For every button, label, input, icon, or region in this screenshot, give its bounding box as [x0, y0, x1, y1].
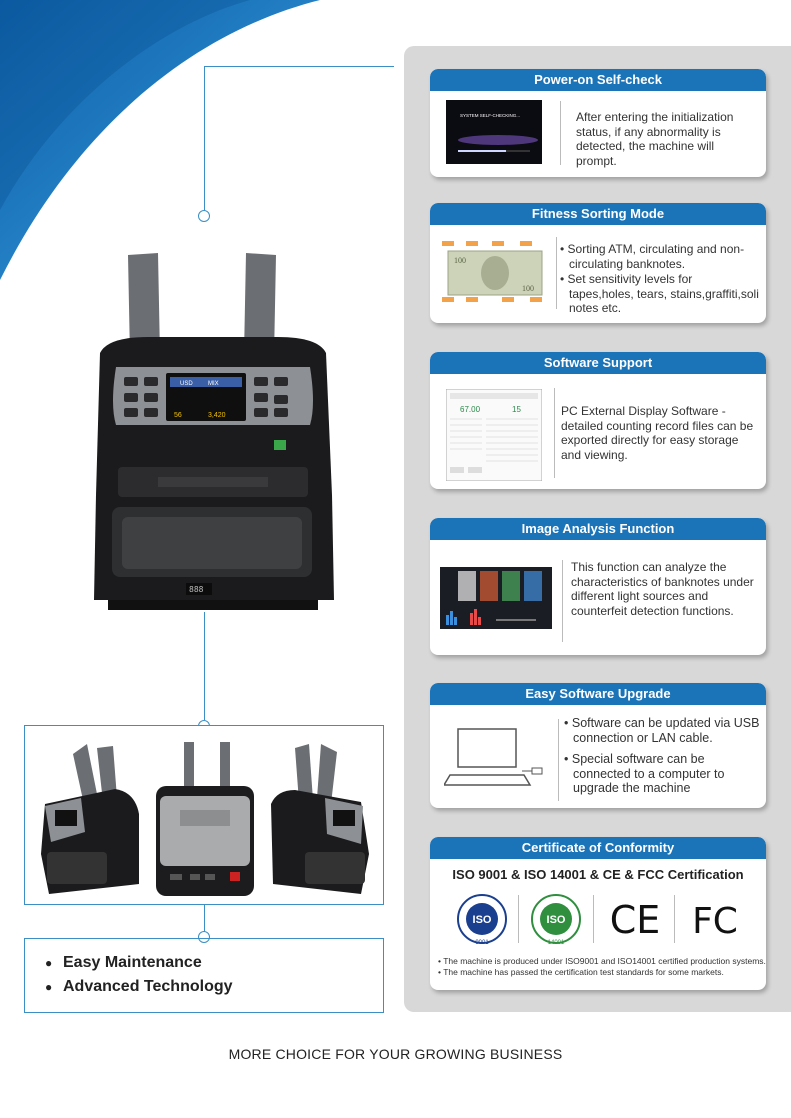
- bullet-item: • Software can be updated via USB connec…: [564, 716, 760, 745]
- card-description: This function can analyze the characteri…: [571, 560, 754, 618]
- feature-item: ●Easy Maintenance: [45, 954, 202, 971]
- connector-dot: [198, 210, 210, 222]
- certification-headline: ISO 9001 & ISO 14001 & CE & FCC Certific…: [452, 867, 744, 882]
- card-title: Image Analysis Function: [430, 518, 766, 540]
- iso-text: ISO: [547, 914, 566, 926]
- separator: [558, 719, 559, 801]
- laptop-icon: [444, 728, 543, 786]
- ce-text: CE: [610, 899, 661, 939]
- card-software-support: Software Support 67.00 15 PC External Di…: [430, 352, 766, 489]
- card-bullets: • Sorting ATM, circulating and non-circu…: [560, 242, 760, 317]
- card-description: After entering the initialization status…: [576, 110, 734, 168]
- bullet-item: • Set sensitivity levels for tapes,holes…: [560, 272, 759, 315]
- card-certificate: Certificate of Conformity ISO 9001 & ISO…: [430, 837, 766, 990]
- connector-line: [204, 66, 205, 216]
- feature-item: ●Advanced Technology: [45, 978, 233, 995]
- software-value-right: 15: [512, 405, 521, 414]
- product-views-box: [24, 725, 384, 905]
- screen-text: SYSTEM SELF-CHECKING...: [460, 113, 520, 118]
- note-item: • The machine has passed the certificati…: [438, 967, 724, 977]
- bullet-item: • Sorting ATM, circulating and non-circu…: [560, 242, 745, 271]
- fcc-text: FC: [692, 901, 738, 939]
- ce-mark-logo: CE: [610, 899, 661, 939]
- display-amount: 3,420: [208, 412, 226, 419]
- software-value-left: 67.00: [460, 405, 481, 414]
- iso-9001-logo: ISO 9001: [457, 894, 507, 946]
- connector-line: [204, 612, 205, 720]
- display-count: 56: [174, 412, 182, 419]
- certification-notes: • The machine is produced under ISO9001 …: [438, 956, 766, 978]
- card-software-upgrade: Easy Software Upgrade • Software can be …: [430, 683, 766, 808]
- bullet-item: • Special software can be connected to a…: [564, 752, 725, 795]
- pc-software-screenshot: 67.00 15: [446, 389, 542, 481]
- machine-back-view-image: [156, 742, 254, 896]
- connector-line: [204, 66, 394, 67]
- machine-left-view-image: [41, 744, 139, 894]
- self-check-screen-image: SYSTEM SELF-CHECKING...: [446, 100, 542, 164]
- features-list: ●Easy Maintenance ●Advanced Technology: [45, 951, 383, 999]
- connector-line: [204, 905, 205, 933]
- image-analysis-image: [440, 567, 552, 629]
- fcc-logo: FC: [692, 901, 738, 939]
- corner-swoosh-decoration: [0, 0, 320, 280]
- card-title: Certificate of Conformity: [430, 837, 766, 859]
- counter-display: 888: [189, 585, 204, 594]
- separator: [562, 560, 563, 642]
- card-title: Power-on Self-check: [430, 69, 766, 91]
- separator: [518, 895, 519, 943]
- svg-text:100: 100: [454, 256, 466, 265]
- note-item: • The machine is produced under ISO9001 …: [438, 956, 766, 966]
- machine-right-view-image: [271, 744, 369, 894]
- card-title: Fitness Sorting Mode: [430, 203, 766, 225]
- banknote-counter-image: USD MIX 56 3,420 888: [94, 253, 334, 610]
- card-title: Software Support: [430, 352, 766, 374]
- features-box: ●Easy Maintenance ●Advanced Technology: [24, 938, 384, 1013]
- iso-number: 14001: [548, 940, 565, 946]
- card-image-analysis: Image Analysis Function This function ca…: [430, 518, 766, 655]
- card-fitness-sorting: Fitness Sorting Mode 100 100 • Sorting A…: [430, 203, 766, 323]
- separator: [556, 237, 557, 309]
- svg-text:100: 100: [522, 284, 534, 293]
- card-title: Easy Software Upgrade: [430, 683, 766, 705]
- iso-text: ISO: [473, 914, 492, 926]
- separator: [674, 895, 675, 943]
- card-bullets: • Software can be updated via USB connec…: [564, 716, 760, 797]
- display-currency2: MIX: [208, 381, 219, 387]
- separator: [554, 388, 555, 478]
- card-description: PC External Display Software - detailed …: [561, 404, 754, 462]
- display-currency: USD: [180, 381, 193, 387]
- connector-dot: [198, 931, 210, 943]
- iso-number: 9001: [475, 940, 489, 946]
- separator: [560, 101, 561, 165]
- card-power-on-self-check: Power-on Self-check SYSTEM SELF-CHECKING…: [430, 69, 766, 177]
- banknote-defects-image: 100 100: [442, 241, 543, 302]
- separator: [593, 895, 594, 943]
- footer-tagline: MORE CHOICE FOR YOUR GROWING BUSINESS: [228, 1046, 563, 1062]
- iso-14001-logo: ISO 14001: [531, 894, 581, 946]
